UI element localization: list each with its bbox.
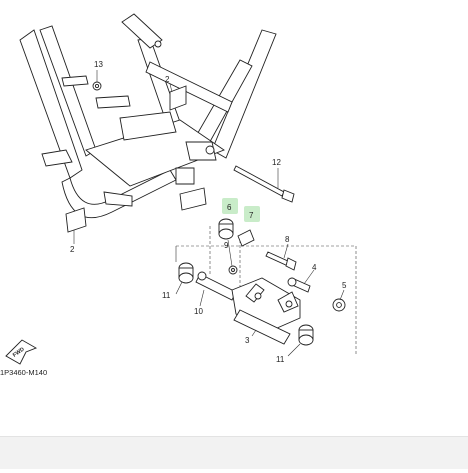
shaft-10 [195,271,237,301]
callout-5: 5 [342,281,347,290]
bolt-13 [92,81,102,91]
label-plate-lower [65,207,87,233]
callout-7: 7 [249,211,254,220]
fwd-arrow-icon: FWD [5,339,38,365]
frame-tray [119,111,177,141]
collar-7 [237,206,260,247]
ref-line-frame [176,245,357,356]
bolt-4 [287,277,311,293]
callout-11-right: 11 [276,355,285,364]
frame-assembly [19,13,277,219]
bolt-12 [233,165,295,203]
callout-12: 12 [272,158,281,167]
engine-bracket-3 [231,277,301,345]
callouts: 13 2 2 12 6 7 9 8 4 5 11 10 3 11 [70,60,347,364]
nut-5 [332,298,346,312]
callout-8: 8 [285,235,290,244]
frame-bracket-left [41,149,73,167]
callout-6: 6 [227,203,232,212]
frame-lower-tube [61,169,177,219]
leader-lines [73,70,345,357]
frame-tab [61,75,89,87]
label-plate-center [179,187,207,211]
washer-9 [228,265,238,275]
frame-bracket-mid [95,95,131,109]
callout-4: 4 [312,263,317,272]
frame-bracket-low [103,191,133,207]
frame-pivot-boss [205,145,215,155]
bushing-6 [218,198,238,240]
ref-line-axis [209,226,241,290]
bushing-11-left [178,262,194,284]
frame-mount-boss [154,40,162,48]
bolt-8 [265,251,297,271]
frame-top-bracket [121,13,163,49]
callout-10: 10 [194,307,203,316]
frame-cross-tube [145,61,233,113]
bushing-11-right [298,324,314,346]
callout-13: 13 [94,60,103,69]
frame-hanger [175,167,195,185]
diagram-code: 1P3460-M140 [0,368,47,377]
callout-9: 9 [224,241,229,250]
callout-2-lower: 2 [70,245,75,254]
callout-2-upper: 2 [165,75,170,84]
callout-3: 3 [245,336,250,345]
label-plate-upper [169,85,187,111]
frame-left-tube [19,29,83,179]
bottom-bar [0,436,468,469]
callout-11-left: 11 [162,291,171,300]
